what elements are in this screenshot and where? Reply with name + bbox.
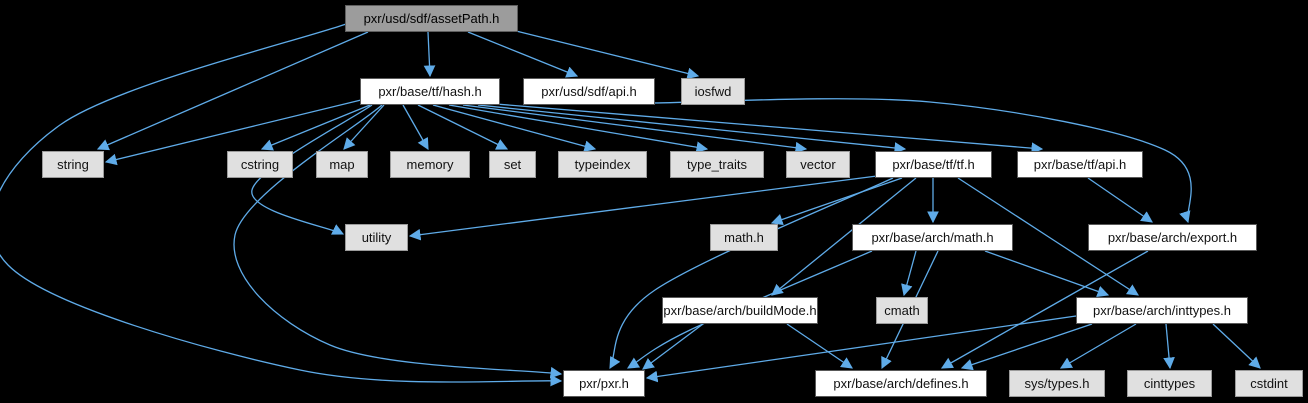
graph-edge-hash-cstring [260, 104, 371, 151]
graph-edge-hash-utility [251, 104, 373, 235]
graph-node-hash[interactable]: pxr/base/tf/hash.h [360, 78, 500, 105]
graph-edge-hash-set [417, 104, 509, 150]
graph-node-archmath[interactable]: pxr/base/arch/math.h [852, 224, 1013, 251]
graph-node-iosfwd: iosfwd [681, 78, 745, 105]
graph-edge-hash-type_traits [448, 104, 709, 153]
graph-edge-hash-tfapi [495, 103, 1044, 154]
graph-node-defines[interactable]: pxr/base/arch/defines.h [815, 370, 987, 397]
graph-node-cmath: cmath [876, 297, 928, 324]
graph-edge-inttypes-cstdint [1212, 323, 1261, 369]
graph-node-buildmode[interactable]: pxr/base/arch/buildMode.h [662, 297, 818, 324]
graph-node-cstdint: cstdint [1235, 370, 1303, 397]
graph-edge-tftf-inttypes [957, 177, 1139, 296]
graph-node-cstring: cstring [227, 151, 293, 178]
graph-edge-inttypes-pxrh [645, 315, 1077, 383]
graph-node-set: set [489, 151, 536, 178]
graph-node-assetPath[interactable]: pxr/usd/sdf/assetPath.h [345, 5, 518, 32]
graph-edge-assetPath-string [96, 31, 369, 151]
graph-edge-hash-memory [402, 104, 429, 151]
graph-edge-sdfapi-archexport [649, 98, 1192, 224]
graph-node-typeindex: typeindex [558, 151, 647, 178]
graph-edge-inttypes-systypes [1059, 323, 1137, 369]
graph-node-inttypes[interactable]: pxr/base/arch/inttypes.h [1076, 297, 1248, 324]
graph-edge-assetPath-sdfapi [467, 31, 579, 78]
graph-edge-assetPath-hash [423, 31, 436, 78]
graph-node-memory: memory [390, 151, 470, 178]
graph-node-pxrh[interactable]: pxr/pxr.h [563, 370, 645, 397]
graph-edge-tfapi-archexport [1087, 177, 1153, 223]
graph-edge-hash-typeindex [432, 104, 597, 152]
graph-node-tftf[interactable]: pxr/base/tf/tf.h [875, 151, 992, 178]
graph-node-archexport[interactable]: pxr/base/arch/export.h [1088, 224, 1257, 251]
graph-edge-tftf-mathh [770, 177, 903, 226]
graph-edge-buildmode-defines [786, 323, 853, 369]
graph-edge-assetPath-pxrh [0, 23, 563, 387]
graph-node-map: map [316, 151, 368, 178]
graph-node-vector: vector [786, 151, 850, 178]
graph-node-mathh: math.h [710, 224, 778, 251]
graph-node-tfapi[interactable]: pxr/base/tf/api.h [1017, 151, 1143, 178]
graph-node-cinttypes: cinttypes [1127, 370, 1212, 397]
graph-edge-assetPath-iosfwd [511, 29, 700, 80]
graph-edge-hash-pxrh [233, 104, 563, 379]
graph-node-string: string [42, 151, 104, 178]
graph-edge-hash-vector [462, 104, 808, 154]
graph-edge-archmath-inttypes [984, 250, 1110, 297]
graph-node-systypes: sys/types.h [1009, 370, 1105, 397]
graph-edge-inttypes-cinttypes [1163, 323, 1175, 370]
graph-edge-archmath-cmath [901, 250, 917, 297]
graph-edge-inttypes-defines [960, 323, 1093, 371]
graph-node-sdfapi[interactable]: pxr/usd/sdf/api.h [523, 78, 655, 105]
graph-node-type_traits: type_traits [670, 151, 764, 178]
graph-edge-hash-map [343, 104, 385, 150]
graph-edge-hash-tftf [477, 104, 907, 154]
graph-edge-buildmode-pxrh [642, 323, 704, 370]
graph-edge-archexport-defines [940, 250, 1149, 369]
graph-edge-tftf-utility [408, 175, 878, 241]
graph-node-utility: utility [345, 224, 408, 251]
graph-edge-tftf-buildmode [771, 177, 917, 296]
graph-edge-hash-string [104, 99, 362, 166]
graph-edge-tftf-pxrh [609, 177, 894, 370]
